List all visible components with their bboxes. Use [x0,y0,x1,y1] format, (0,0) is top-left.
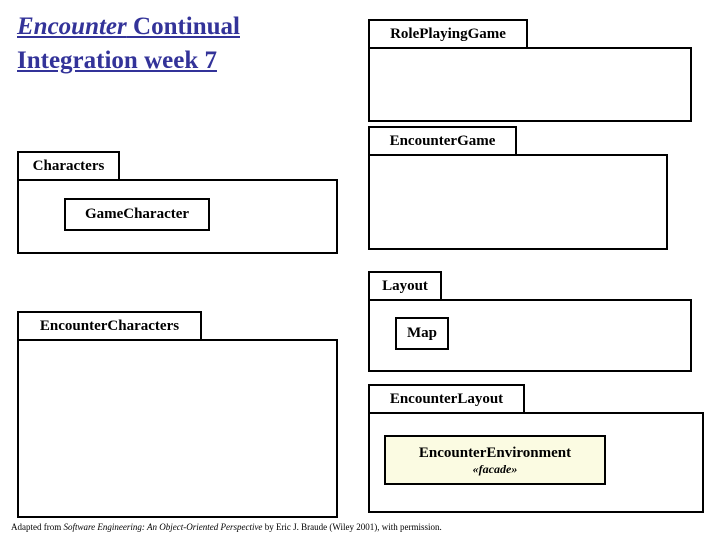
package-body-role-playing-game [368,47,692,122]
footer-attribution: Adapted from Software Engineering: An Ob… [11,522,442,533]
package-body-encounter-game [368,154,668,250]
package-label-characters: Characters [32,157,105,174]
package-label-encounter-characters: EncounterCharacters [39,317,180,334]
class-name-encounter-environment: EncounterEnvironment [418,444,572,461]
class-map[interactable]: Map [395,317,449,350]
package-encounter-layout[interactable]: EncounterLayout EncounterEnvironment «fa… [368,384,704,513]
page-title-rest: Continual Integration week 7 [17,13,240,74]
package-body-encounter-characters [17,339,338,518]
package-tab-encounter-game: EncounterGame [368,126,517,156]
package-characters[interactable]: Characters GameCharacter [17,151,338,254]
footer-suffix: by Eric J. Braude (Wiley 2001), with per… [262,522,442,532]
package-label-encounter-game: EncounterGame [389,132,496,149]
footer-prefix: Adapted from [11,522,64,532]
package-layout[interactable]: Layout Map [368,271,692,372]
class-encounter-environment[interactable]: EncounterEnvironment «facade» [384,435,606,485]
class-name-game-character: GameCharacter [84,206,190,222]
package-tab-encounter-layout: EncounterLayout [368,384,525,414]
package-label-encounter-layout: EncounterLayout [389,390,504,407]
page-title-emphasis: Encounter [17,13,127,40]
package-encounter-game[interactable]: EncounterGame [368,126,668,250]
package-body-layout [368,299,692,372]
package-encounter-characters[interactable]: EncounterCharacters [17,311,338,518]
package-role-playing-game[interactable]: RolePlayingGame [368,19,692,122]
package-label-layout: Layout [382,277,428,294]
class-stereotype-facade: «facade» [472,461,518,476]
package-tab-encounter-characters: EncounterCharacters [17,311,202,341]
class-game-character[interactable]: GameCharacter [64,198,210,231]
footer-book-title: Software Engineering: An Object-Oriented… [63,522,263,532]
class-name-map: Map [407,325,437,341]
package-tab-characters: Characters [17,151,120,181]
package-tab-role-playing-game: RolePlayingGame [368,19,528,49]
package-tab-layout: Layout [368,271,442,301]
page-title: Encounter Continual Integration week 7 [17,10,347,78]
package-label-role-playing-game: RolePlayingGame [390,25,506,42]
